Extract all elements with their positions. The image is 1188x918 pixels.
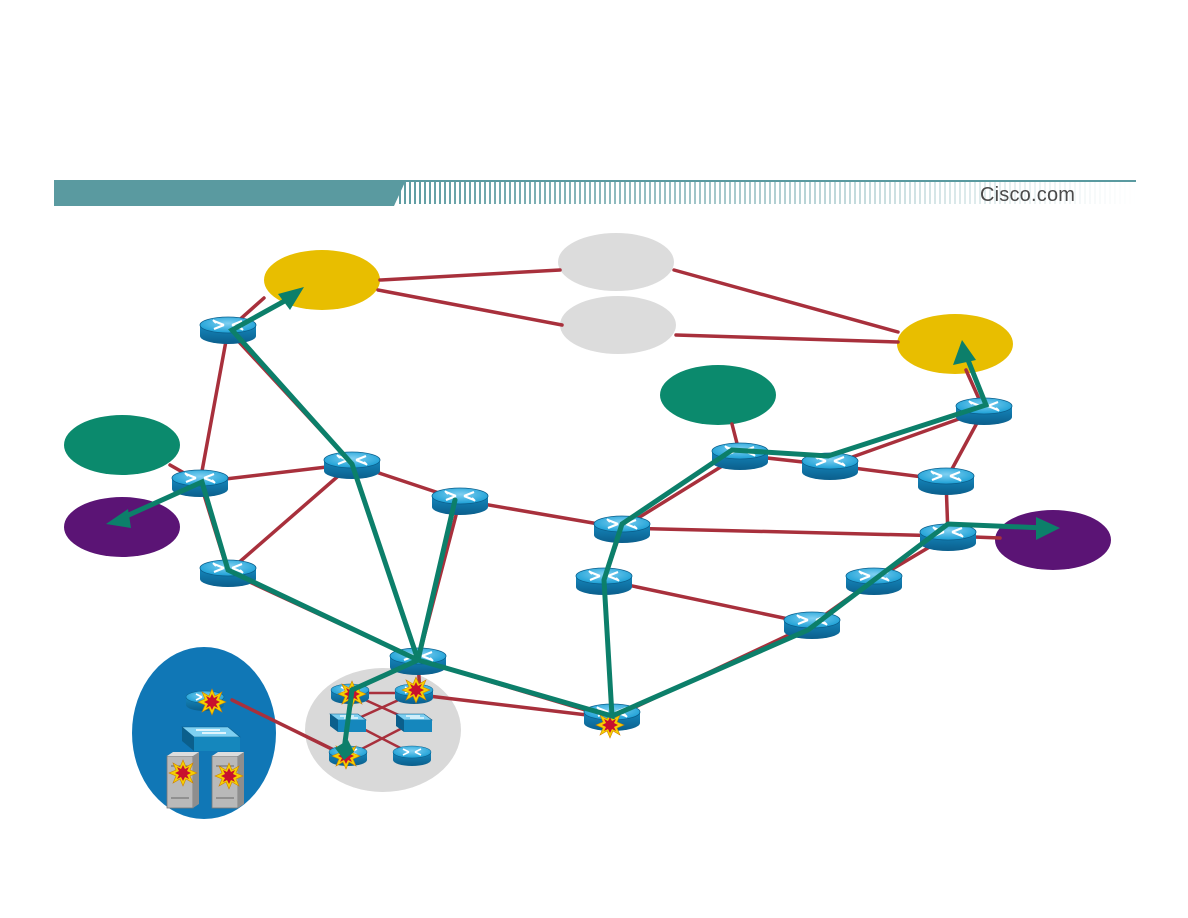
attack-burst-icon: [214, 762, 244, 790]
cisco-logo-text[interactable]: Cisco.com: [980, 184, 1076, 206]
attack-burst-icon: [401, 676, 431, 704]
router-icon: [392, 745, 432, 767]
attack-burst-icon: [168, 759, 198, 787]
router-icon: [916, 466, 976, 497]
grey-cloud-top-1: [558, 233, 674, 291]
header-bar: [54, 180, 1136, 206]
path-arrowheads: [106, 287, 1060, 760]
green-cloud-center: [660, 365, 776, 425]
switch-icon: [395, 713, 433, 733]
attack-burst-icon: [197, 688, 227, 716]
purple-cloud-left: [64, 497, 180, 557]
router-icon: [430, 486, 490, 517]
traffic-paths: [119, 295, 1048, 753]
purple-cloud-right: [995, 510, 1111, 570]
server-icon: [166, 752, 199, 809]
green-cloud-left: [64, 415, 180, 475]
switch-icon: [181, 726, 241, 751]
campus-cluster: [305, 668, 461, 792]
grey-cloud-top-2: [560, 296, 676, 354]
yellow-cloud-right: [897, 314, 1013, 374]
remote-site-devices: [166, 690, 244, 809]
